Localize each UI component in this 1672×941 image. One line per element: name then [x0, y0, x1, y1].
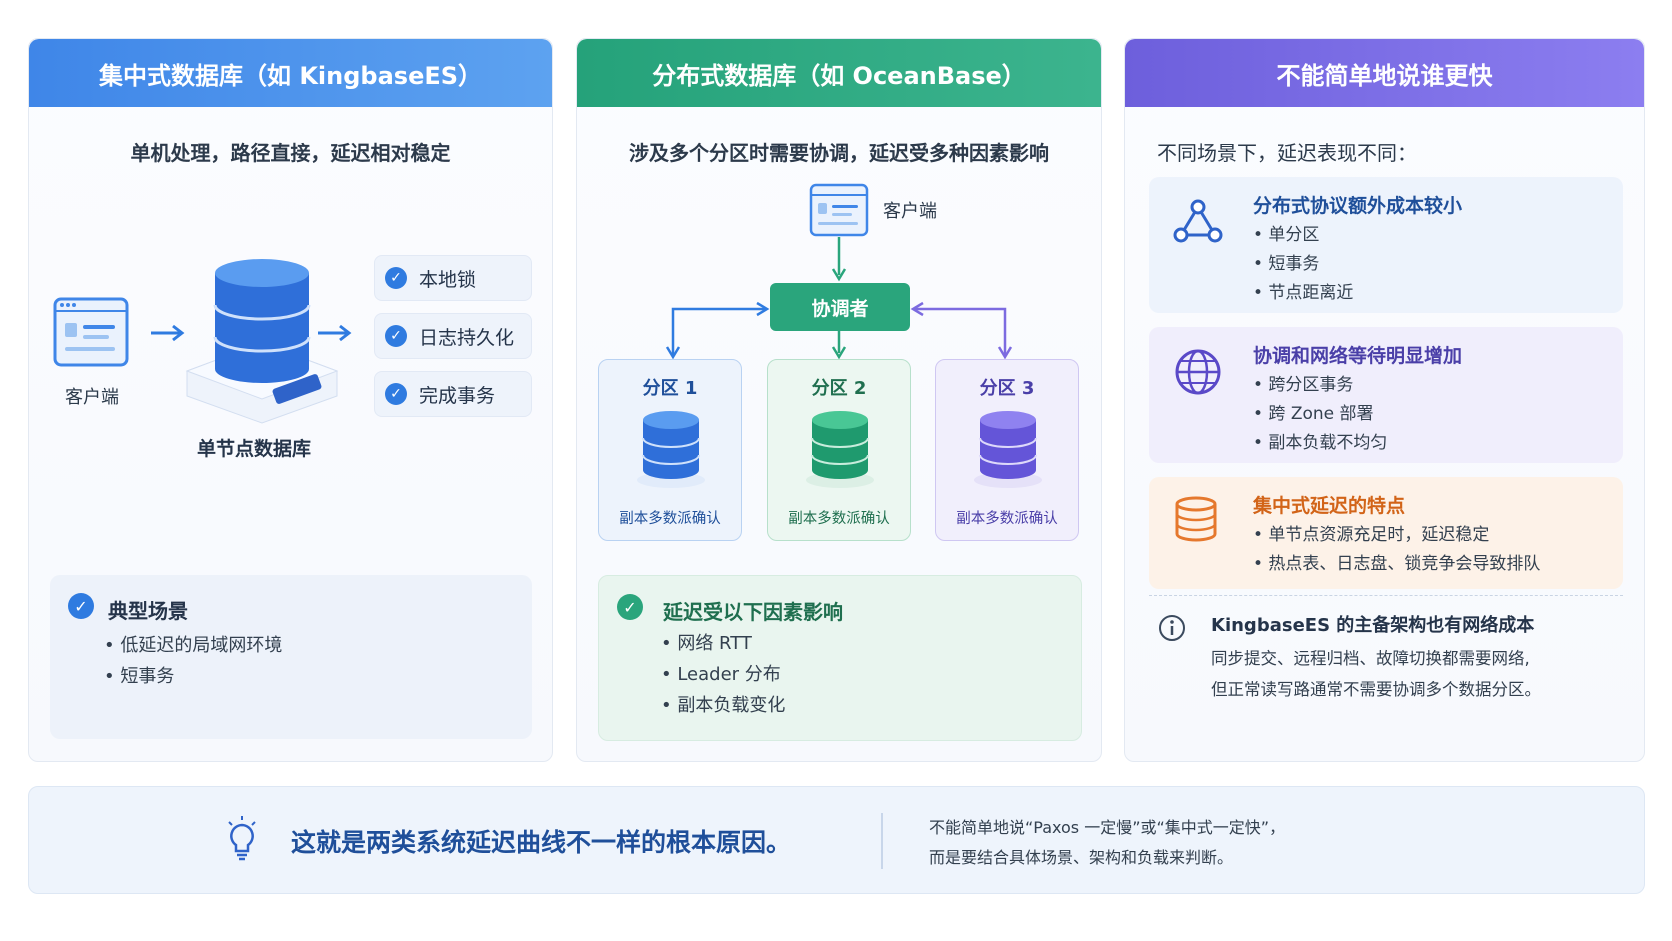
note-line: 但正常读写路通常不需要协调多个数据分区。: [1211, 680, 1541, 699]
card-item: • 单分区: [1253, 225, 1320, 245]
partition-3: 分区 3 副本多数派确认: [935, 359, 1079, 541]
partition-title: 分区 2: [811, 378, 867, 399]
partition-2: 分区 2 副本多数派确认: [767, 359, 911, 541]
latency-item: • 副本负载变化: [661, 695, 786, 716]
card-low-cost: 分布式协议额外成本较小 • 单分区 • 短事务 • 节点距离近: [1149, 177, 1623, 313]
coordinator-node: 协调者: [770, 283, 910, 331]
latency-item: • 网络 RTT: [661, 633, 752, 654]
card-item: • 单节点资源充足时，延迟稳定: [1253, 525, 1490, 545]
latency-factors-box: ✓ 延迟受以下因素影响 • 网络 RTT • Leader 分布 • 副本负载变…: [598, 575, 1082, 741]
typical-item: • 低延迟的局域网环境: [104, 635, 283, 656]
comparison-subtitle: 不同场景下，延迟表现不同：: [1157, 141, 1417, 165]
note-line: 同步提交、远程归档、故障切换都需要网络,: [1211, 649, 1530, 668]
distributed-panel: 分布式数据库（如 OceanBase） 涉及多个分区时需要协调，延迟受多种因素影…: [576, 38, 1102, 762]
globe-icon: [1175, 349, 1221, 395]
client-window-icon: [809, 183, 869, 237]
latency-item: • Leader 分布: [661, 664, 781, 685]
partition-caption: 副本多数派确认: [619, 511, 721, 527]
partition-caption: 副本多数派确认: [788, 511, 890, 527]
note-title: KingbaseES 的主备架构也有网络成本: [1211, 615, 1535, 636]
database-icon: [637, 411, 705, 488]
centralized-subtitle: 单机处理，路径直接，延迟相对稳定: [130, 141, 451, 165]
centralized-header: 集中式数据库（如 KingbaseES）: [29, 39, 552, 107]
client-label: 客户端: [65, 387, 119, 408]
card-title: 集中式延迟的特点: [1253, 495, 1406, 517]
typical-scenario-box: ✓ 典型场景 • 低延迟的局域网环境 • 短事务: [50, 575, 532, 739]
flow-arrows: [665, 237, 1013, 360]
distributed-header: 分布式数据库（如 OceanBase）: [577, 39, 1101, 107]
network-nodes-icon: [1173, 199, 1223, 243]
card-item: • 短事务: [1253, 254, 1320, 274]
step-commit: ✓ 完成事务: [374, 371, 532, 417]
step-label: 日志持久化: [419, 326, 515, 349]
database-icon: [974, 411, 1042, 488]
card-coordination: 协调和网络等待明显增加 • 跨分区事务 • 跨 Zone 部署 • 副本负载不均…: [1149, 327, 1623, 463]
conclusion-banner: 这就是两类系统延迟曲线不一样的根本原因。 不能简单地说“Paxos 一定慢”或“…: [28, 786, 1645, 894]
partition-title: 分区 1: [642, 378, 698, 399]
info-icon: [1159, 615, 1185, 641]
server-label: 单节点数据库: [197, 438, 312, 460]
database-server-icon: [185, 259, 339, 424]
check-circle-icon: ✓: [617, 594, 643, 620]
check-icon: ✓: [385, 267, 407, 289]
conclusion-text: 这就是两类系统延迟曲线不一样的根本原因。: [291, 828, 792, 857]
arrow-right-icon: [318, 324, 352, 342]
card-item: • 跨分区事务: [1253, 375, 1354, 395]
divider: [1149, 595, 1623, 596]
step-label: 完成事务: [419, 384, 496, 407]
step-local-lock: ✓ 本地锁: [374, 255, 532, 301]
conclusion-note-line: 而是要结合具体场景、架构和负载来判断。: [929, 848, 1234, 867]
step-log-persist: ✓ 日志持久化: [374, 313, 532, 359]
card-item: • 节点距离近: [1253, 283, 1354, 303]
check-icon: ✓: [385, 383, 407, 405]
latency-title: 延迟受以下因素影响: [663, 600, 843, 624]
partition-1: 分区 1 副本多数派确认: [598, 359, 742, 541]
card-centralized: 集中式延迟的特点 • 单节点资源充足时，延迟稳定 • 热点表、日志盘、锁竞争会导…: [1149, 477, 1623, 589]
step-label: 本地锁: [419, 268, 477, 291]
client-label: 客户端: [883, 201, 937, 222]
arrow-right-icon: [151, 324, 185, 342]
partition-title: 分区 3: [979, 378, 1035, 399]
check-circle-icon: ✓: [68, 593, 94, 619]
typical-item: • 短事务: [104, 666, 175, 687]
conclusion-note-line: 不能简单地说“Paxos 一定慢”或“集中式一定快”，: [929, 818, 1286, 837]
client-window-icon: [53, 297, 129, 367]
card-item: • 跨 Zone 部署: [1253, 404, 1374, 424]
centralized-panel: 集中式数据库（如 KingbaseES） 单机处理，路径直接，延迟相对稳定 客户…: [28, 38, 553, 762]
partition-caption: 副本多数派确认: [956, 511, 1058, 527]
card-item: • 热点表、日志盘、锁竞争会导致排队: [1253, 554, 1541, 574]
comparison-header: 不能简单地说谁更快: [1125, 39, 1644, 107]
divider: [881, 813, 883, 869]
comparison-panel: 不能简单地说谁更快 不同场景下，延迟表现不同： 分布式协议额外成本较小 • 单分…: [1124, 38, 1645, 762]
check-icon: ✓: [385, 325, 407, 347]
typical-title: 典型场景: [108, 599, 188, 623]
distributed-subtitle: 涉及多个分区时需要协调，延迟受多种因素影响: [629, 141, 1049, 165]
card-title: 分布式协议额外成本较小: [1253, 195, 1463, 217]
lightbulb-icon: [228, 816, 256, 861]
card-title: 协调和网络等待明显增加: [1253, 345, 1463, 367]
database-icon: [806, 411, 874, 488]
card-item: • 副本负载不均匀: [1253, 433, 1388, 453]
database-icon: [1175, 496, 1217, 542]
